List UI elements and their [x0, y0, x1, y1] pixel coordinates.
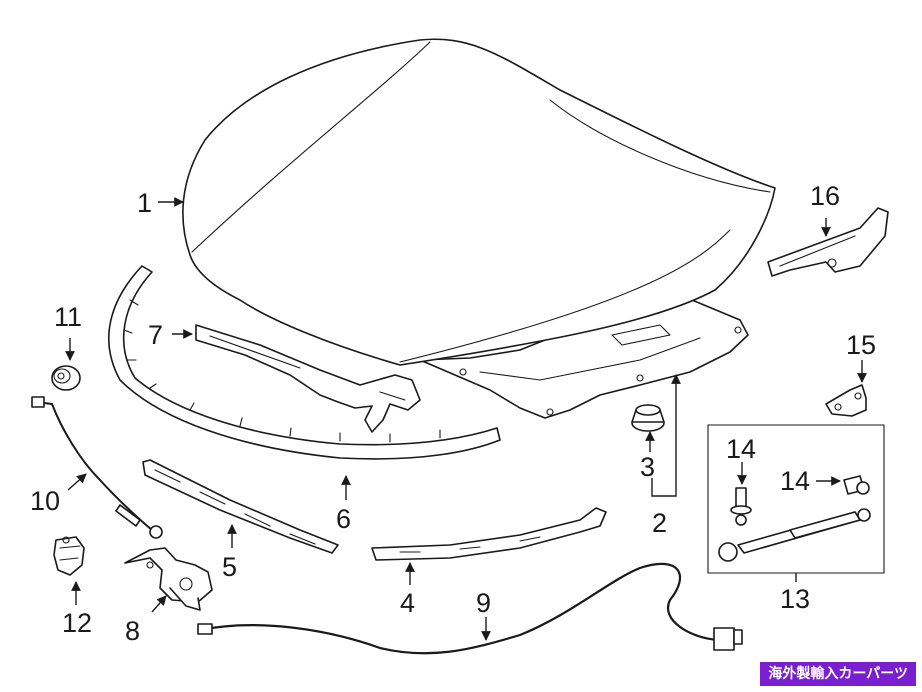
part-latch-cable: [197, 562, 743, 655]
part-hood-panel: [182, 38, 776, 366]
callout-2: 2: [652, 508, 667, 538]
callout-8: 8: [125, 616, 140, 646]
part-grommet: [631, 404, 665, 432]
callout-4: 4: [400, 588, 415, 618]
part-gas-strut: [718, 508, 871, 562]
part-seal-bracket: [195, 324, 421, 433]
callout-9: 9: [476, 588, 491, 618]
callout-15: 15: [846, 330, 876, 360]
callout-12: 12: [62, 608, 92, 638]
part-lower-seal: [142, 459, 339, 554]
callout-6: 6: [336, 504, 351, 534]
callout-16: 16: [810, 181, 840, 211]
part-ball-stud-14a: [730, 487, 752, 526]
callout-5: 5: [222, 552, 237, 582]
callout-7: 7: [148, 320, 163, 350]
part-release-cable: [31, 396, 163, 539]
part-bumper-stop: [51, 365, 81, 391]
callout-14a: 14: [726, 434, 756, 464]
callout-14b: 14: [780, 466, 810, 496]
callout-10: 10: [30, 486, 60, 516]
part-hood-hinge: [767, 207, 889, 277]
part-strut-bracket: [825, 384, 867, 417]
leader-lines: [65, 197, 867, 641]
watermark-badge: 海外製輸入カーパーツ: [760, 662, 916, 686]
callout-1: 1: [137, 188, 152, 218]
part-hood-latch: [124, 547, 213, 611]
part-release-handle: [53, 536, 85, 576]
callout-3: 3: [640, 452, 655, 482]
part-side-seal: [371, 507, 607, 561]
leader-2: [651, 374, 681, 497]
callout-labels: 1 16 7 11 15 6 3 2 14 14 10 5 4 9 13 12 …: [30, 181, 876, 646]
leader-8: [151, 595, 167, 613]
part-ball-stud-14b: [843, 475, 870, 495]
part-front-seal: [108, 265, 501, 460]
leader-10: [67, 473, 87, 491]
callout-11: 11: [54, 302, 82, 332]
callout-13: 13: [780, 584, 810, 614]
